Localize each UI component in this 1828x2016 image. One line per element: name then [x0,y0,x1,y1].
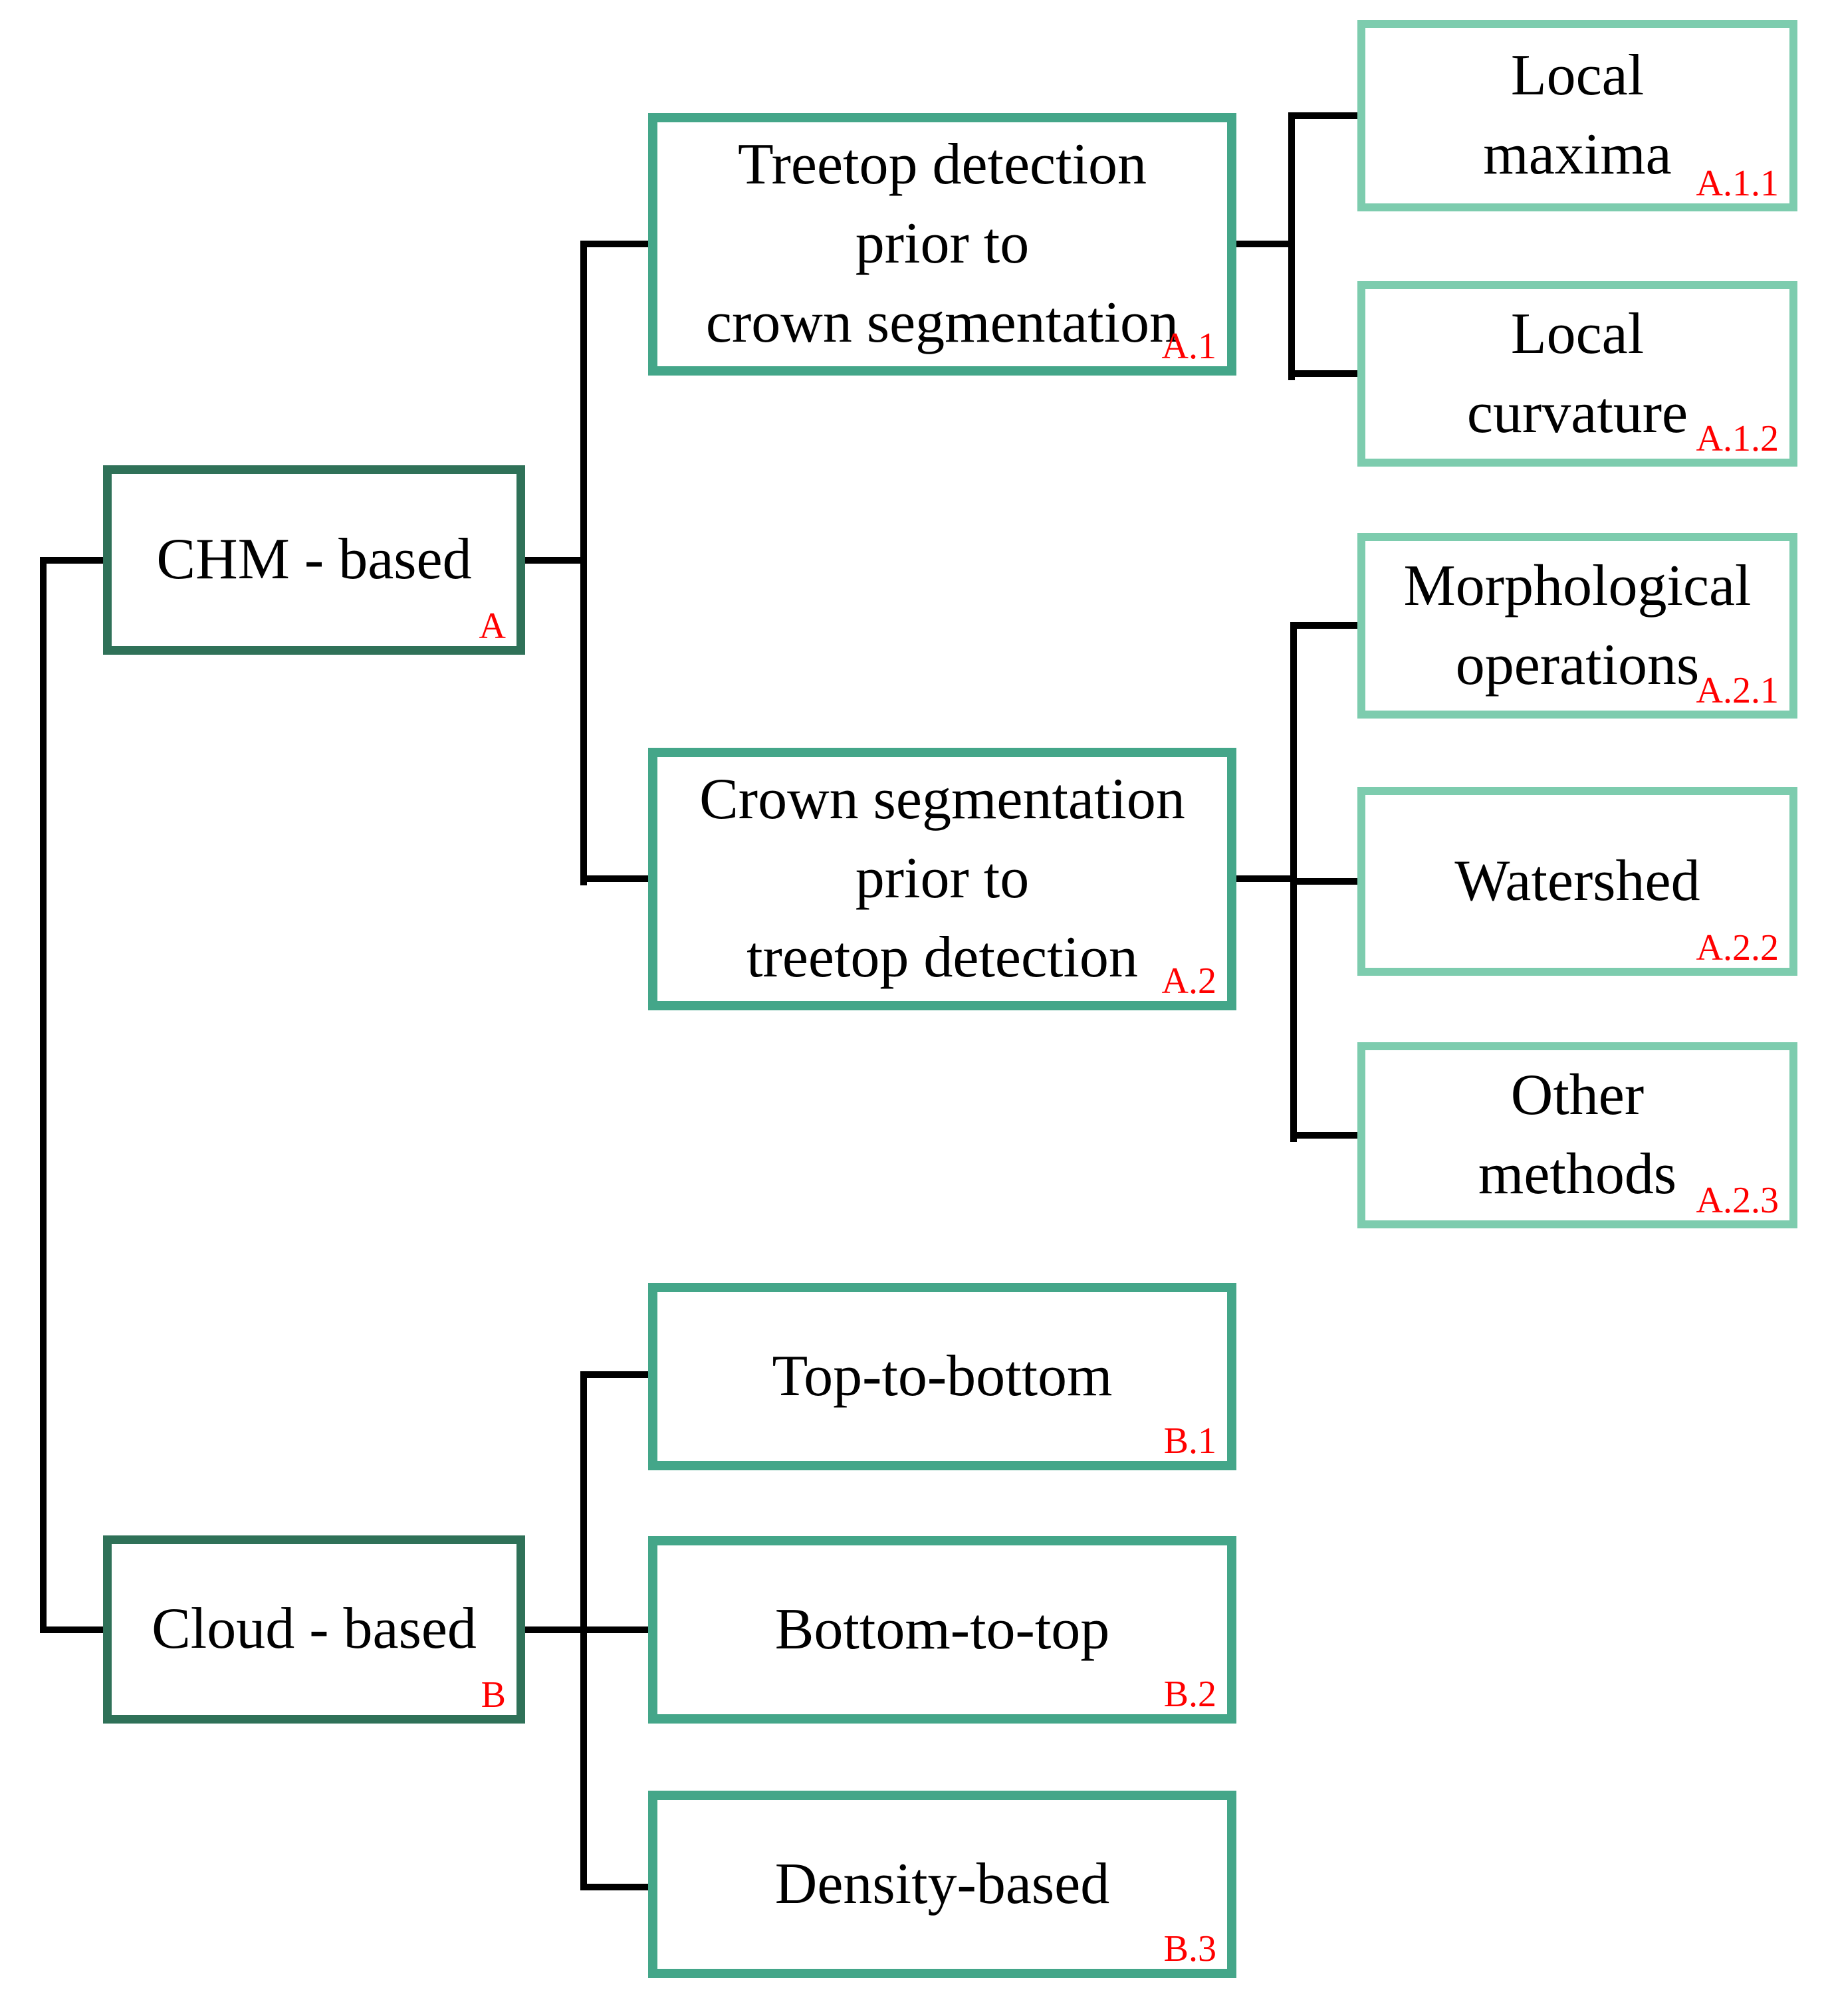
node-chm-based-text: CHM - based [156,527,472,592]
node-watershed: Watershed A.2.2 [1357,787,1797,976]
node-crown-segmentation-first-index: A.2 [1161,960,1216,1002]
connector-a2-out [1236,875,1297,882]
node-treetop-detection-first: Treetop detection prior to crown segment… [648,113,1236,376]
node-density-based: Density-based B.3 [648,1791,1236,1978]
node-density-based-index: B.3 [1163,1928,1216,1969]
node-local-maxima: Local maxima A.1.1 [1357,20,1797,211]
node-other-methods-text: Other methods [1478,1063,1677,1206]
node-watershed-text: Watershed [1454,848,1700,913]
connector-chm-out [525,557,587,564]
node-chm-based: CHM - based A [103,465,525,655]
node-local-curvature-text: Local curvature [1466,301,1688,445]
node-other-methods: Other methods A.2.3 [1357,1042,1797,1228]
node-chm-based-index: A [479,606,506,647]
connector-to-a23 [1290,1132,1357,1139]
connector-root-vertical [40,557,47,1633]
node-top-to-bottom: Top-to-bottom B.1 [648,1283,1236,1470]
connector-to-b1 [580,1371,648,1378]
connector-to-b3 [580,1884,648,1890]
connector-a1-vertical [1288,112,1295,380]
node-crown-segmentation-first: Crown segmentation prior to treetop dete… [648,748,1236,1010]
connector-to-a22 [1290,878,1357,885]
node-density-based-text: Density-based [774,1851,1110,1916]
connector-to-a12 [1288,370,1357,377]
node-crown-segmentation-first-text: Crown segmentation prior to treetop dete… [699,767,1185,990]
node-watershed-index: A.2.2 [1696,927,1779,968]
connector-to-a11 [1288,112,1357,119]
connector-a1-out [1236,241,1295,247]
connector-cloud-out [525,1626,587,1633]
node-cloud-based-text: Cloud - based [152,1597,477,1662]
node-bottom-to-top: Bottom-to-top B.2 [648,1536,1236,1724]
node-morphological-operations-text: Morphological operations [1403,553,1752,697]
node-local-curvature-index: A.1.2 [1696,418,1779,459]
node-bottom-to-top-text: Bottom-to-top [774,1597,1110,1662]
node-other-methods-index: A.2.3 [1696,1180,1779,1221]
connector-to-a21 [1290,622,1357,629]
node-top-to-bottom-index: B.1 [1163,1420,1216,1462]
node-cloud-based-index: B [481,1674,506,1716]
connector-root-to-chm [40,557,103,564]
node-morphological-operations: Morphological operations A.2.1 [1357,533,1797,719]
node-cloud-based: Cloud - based B [103,1535,525,1724]
node-local-curvature: Local curvature A.1.2 [1357,281,1797,467]
node-top-to-bottom-text: Top-to-bottom [772,1343,1113,1408]
connector-to-a1 [580,241,648,247]
connector-to-b2 [580,1626,648,1633]
connector-root-to-cloud [40,1626,103,1633]
node-local-maxima-index: A.1.1 [1696,163,1779,204]
node-treetop-detection-first-text: Treetop detection prior to crown segment… [705,132,1179,355]
connector-to-a2 [580,875,648,882]
node-local-maxima-text: Local maxima [1483,43,1672,187]
connector-a-vertical [580,241,587,885]
node-bottom-to-top-index: B.2 [1163,1674,1216,1715]
node-treetop-detection-first-index: A.1 [1161,326,1216,367]
node-morphological-operations-index: A.2.1 [1696,670,1779,711]
